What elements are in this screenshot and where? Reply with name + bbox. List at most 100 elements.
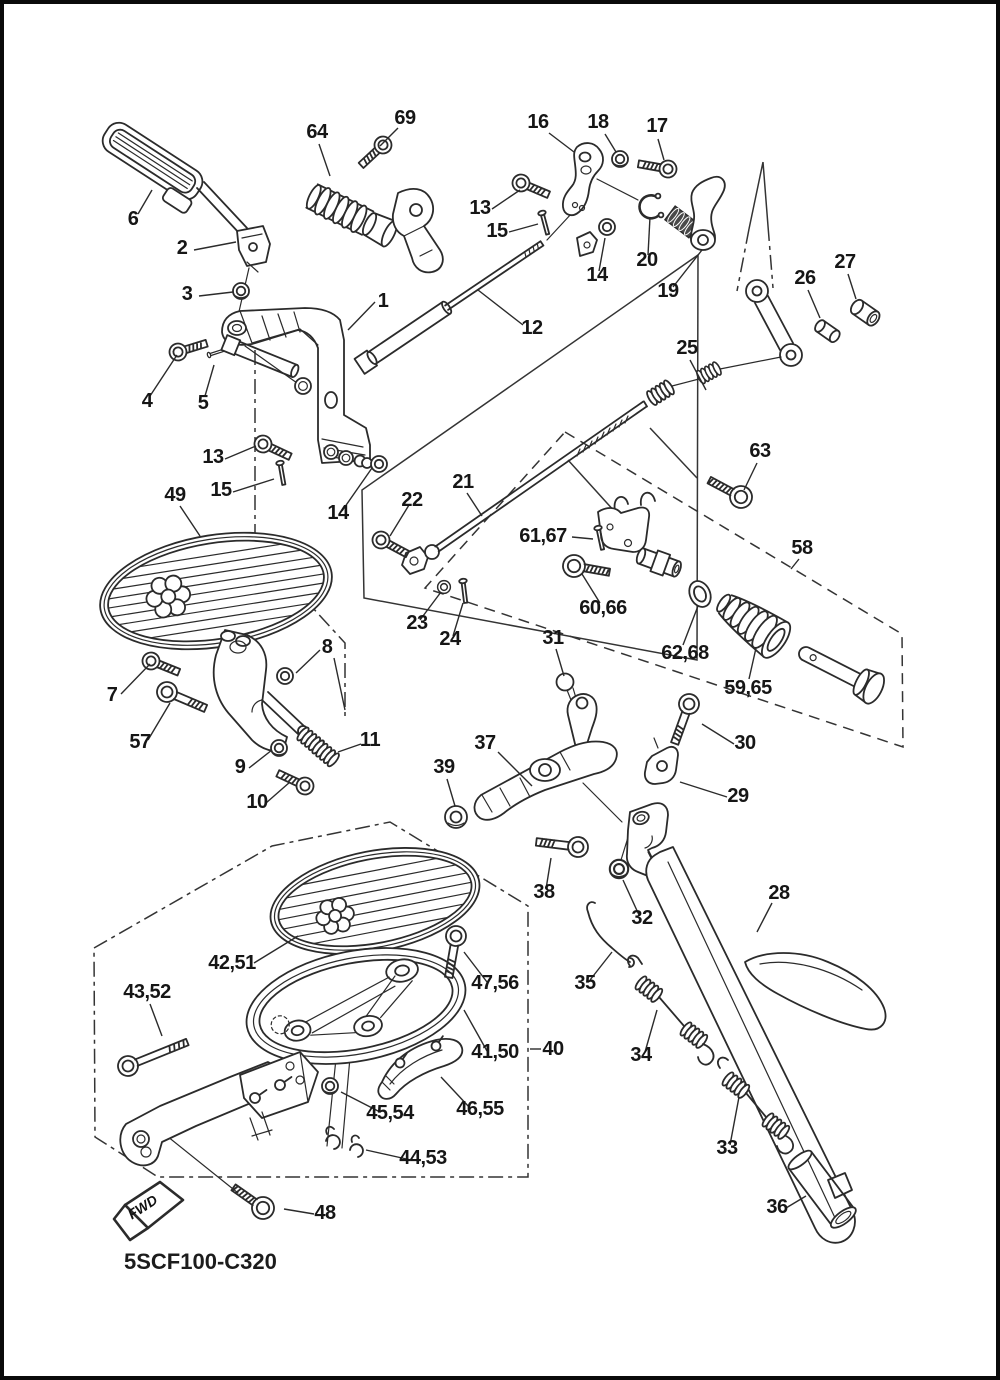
- part-64-footrest-rubber: [305, 183, 444, 274]
- part-57-bolt: [152, 677, 211, 719]
- callout-61-67: 61,67: [519, 525, 567, 547]
- callout-29: 29: [727, 785, 749, 807]
- part-29-joint: [643, 737, 679, 785]
- callout-18: 18: [587, 111, 609, 133]
- part-39-washer: [444, 805, 468, 829]
- callout-38: 38: [533, 881, 555, 903]
- part-13-bolt-upper: [508, 170, 553, 204]
- part-28-side-stand: [645, 846, 887, 1244]
- part-63-bolt: [703, 469, 757, 513]
- part-lower-mount-bracket: [119, 1051, 319, 1167]
- part-30-bolt: [664, 690, 703, 748]
- part-21-rod: [401, 400, 648, 575]
- callout-20: 20: [636, 249, 658, 271]
- part-20-circlip: [638, 192, 665, 220]
- part-13-bolt-lower: [250, 431, 295, 466]
- callout-40: 40: [542, 1038, 564, 1060]
- callout-30: 30: [734, 732, 756, 754]
- part-33-spring: [716, 1056, 794, 1155]
- dashed-box-58: [423, 431, 904, 749]
- part-4-bolt: [166, 334, 211, 364]
- callout-36: 36: [766, 1196, 788, 1218]
- callout-69: 69: [394, 107, 416, 129]
- callout-13-lower: 13: [202, 446, 224, 468]
- part-23-washer: [436, 579, 452, 595]
- part-25-adjuster-spring: [644, 356, 782, 408]
- callout-37: 37: [474, 732, 496, 754]
- diagram-code: 5SCF100-C320: [124, 1249, 277, 1274]
- callout-64: 64: [306, 121, 329, 143]
- callout-57: 57: [129, 731, 151, 753]
- fwd-marker: FWD: [112, 1180, 185, 1242]
- callout-46-55: 46,55: [456, 1098, 504, 1120]
- part-43-52-bolt: [114, 1031, 192, 1080]
- dashed-box-40: [93, 821, 529, 1178]
- callout-17: 17: [646, 115, 668, 137]
- part-44-53-clips: [325, 1125, 364, 1158]
- callout-25: 25: [676, 337, 698, 359]
- part-cross-tube: [220, 334, 300, 379]
- callout-35: 35: [574, 972, 596, 994]
- part-48-bolt: [226, 1177, 280, 1225]
- callout-31: 31: [542, 627, 564, 649]
- callout-26: 26: [794, 267, 816, 289]
- part-46-55-pad: [377, 1035, 464, 1100]
- callout-7: 7: [107, 684, 118, 706]
- part-38-bolt: [534, 831, 591, 860]
- part-31-ball-joint: [555, 672, 577, 701]
- callout-59-65: 59,65: [724, 677, 772, 699]
- callout-42-51: 42,51: [208, 952, 256, 974]
- callout-8: 8: [322, 636, 333, 658]
- callout-28: 28: [768, 882, 790, 904]
- part-60-66-bolt: [560, 552, 613, 584]
- part-58-clevis-pin: [798, 646, 885, 705]
- callout-39: 39: [433, 756, 455, 778]
- callout-16: 16: [527, 111, 549, 133]
- part-62-68-washer: [688, 580, 712, 608]
- part-17-bolt: [636, 154, 679, 180]
- part-1-footrest-bracket: [221, 307, 373, 469]
- part-15-pin-lower: [274, 459, 289, 487]
- callout-12: 12: [521, 317, 543, 339]
- callout-60-66: 60,66: [579, 597, 627, 619]
- part-19-shift-lever: [663, 176, 726, 251]
- part-14-washer-upper: [598, 218, 616, 236]
- callout-49: 49: [164, 484, 186, 506]
- callout-45-54: 45,54: [366, 1102, 415, 1124]
- part-36-stand-rubber: [787, 1149, 857, 1229]
- part-60-66-hanger-bracket: [597, 491, 682, 578]
- part-49-floorboard: [99, 531, 333, 651]
- callout-48: 48: [314, 1202, 336, 1224]
- part-42-51-floorboard: [269, 847, 481, 955]
- callout-14-upper: 14: [586, 264, 609, 286]
- callout-labels: 6 2 3 1 4 5 64 69 13 15 16 18 17 20 14 1…: [107, 107, 857, 1224]
- callout-58: 58: [791, 537, 813, 559]
- callout-9: 9: [235, 756, 246, 778]
- part-14-washer-lower: [370, 455, 388, 473]
- callout-1: 1: [378, 290, 389, 312]
- part-32-nut: [608, 858, 630, 880]
- part-11-spring: [294, 725, 342, 769]
- part-7-bolt: [139, 649, 183, 682]
- callout-44-53: 44,53: [399, 1147, 447, 1169]
- part-35-spring-wire: [586, 901, 635, 968]
- part-34-spring: [626, 954, 715, 1066]
- part-3-nut: [232, 282, 250, 300]
- callout-24: 24: [439, 628, 462, 650]
- part-22-bolt: [368, 527, 413, 563]
- callout-23: 23: [406, 612, 428, 634]
- callout-21: 21: [452, 471, 474, 493]
- floorboard-emblem: [145, 574, 192, 619]
- part-49-mount-bracket: [212, 629, 309, 753]
- part-15-pin-upper: [536, 208, 553, 237]
- callout-19: 19: [657, 280, 679, 302]
- callout-22: 22: [401, 489, 423, 511]
- callout-13-upper: 13: [469, 197, 491, 219]
- callout-43-52: 43,52: [123, 981, 171, 1003]
- callout-32: 32: [631, 907, 653, 929]
- callout-4: 4: [142, 390, 154, 412]
- part-18-nut: [611, 150, 629, 168]
- callout-6: 6: [128, 208, 139, 230]
